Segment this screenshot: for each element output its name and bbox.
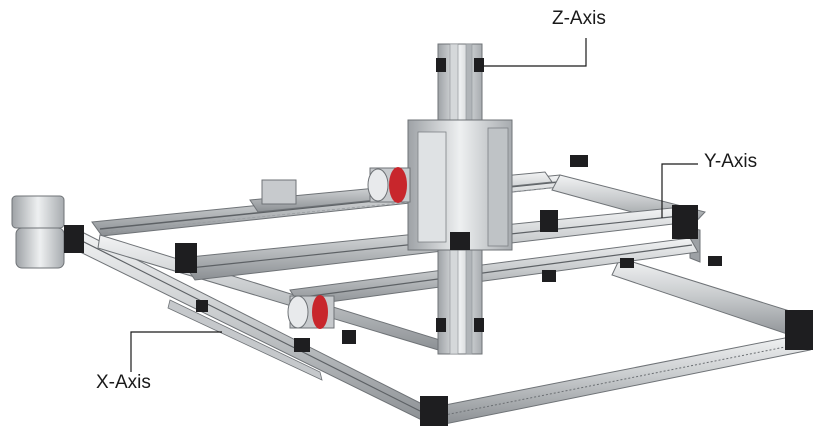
y-axis-label: Y-Axis (704, 151, 758, 172)
leader-lines (130, 38, 698, 372)
z-axis-leader (482, 38, 587, 67)
z-axis-column (407, 43, 513, 355)
x-axis-leader (130, 331, 222, 372)
front-cross-rail (429, 334, 811, 426)
y-axis-leader (661, 163, 698, 218)
servo-motor-y (287, 295, 335, 329)
gearbox (11, 195, 84, 269)
corner-brackets (175, 155, 813, 426)
z-axis-label: Z-Axis (552, 8, 606, 29)
x-axis-label: X-Axis (96, 372, 151, 393)
servo-motor-z (367, 167, 411, 203)
back-bracket (261, 179, 297, 205)
